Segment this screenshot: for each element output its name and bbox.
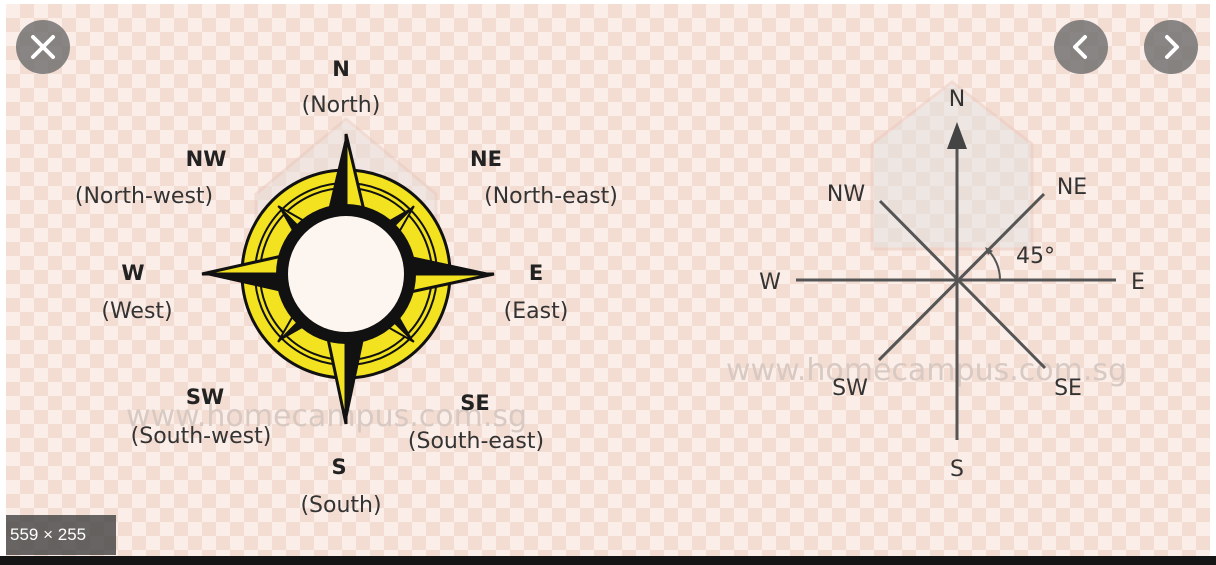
dir-label-nw: NW [827,182,865,207]
close-icon [16,20,70,74]
dir-label-sw: SW [832,376,868,401]
label-sw-name: (South-west) [131,424,272,449]
bottom-bar [0,556,1216,565]
image-size-badge: 559 × 255 [6,515,116,555]
label-w-abbr: W [121,261,144,285]
label-ne-abbr: NE [470,147,502,171]
label-e-name: (East) [504,299,569,324]
chevron-right-icon [1144,20,1198,74]
close-button[interactable] [16,20,70,74]
image-viewer: www.homecampus.com.sg www.homecampus.com… [6,4,1210,556]
label-ne-name: (North-east) [484,184,618,209]
label-e-abbr: E [529,261,543,285]
dir-label-e: E [1131,270,1145,295]
label-s-name: (South) [300,493,381,518]
dir-label-se: SE [1054,376,1082,401]
next-image-button[interactable] [1144,20,1198,74]
label-nw-name: (North-west) [75,184,213,209]
label-sw-abbr: SW [186,385,224,409]
label-n-abbr: N [332,57,350,81]
dir-label-ne: NE [1057,175,1087,200]
compass-figure: www.homecampus.com.sg www.homecampus.com… [6,4,1210,556]
label-n-name: (North) [302,93,381,118]
chevron-left-icon [1054,20,1108,74]
compass-rose [202,134,494,424]
label-nw-abbr: NW [186,147,227,171]
dir-label-s: S [950,457,964,482]
label-se-name: (South-east) [408,429,544,454]
label-s-abbr: S [331,455,346,479]
label-w-name: (West) [101,299,172,324]
compass-center [288,216,404,332]
dir-label-n: N [949,87,965,112]
dir-label-w: W [759,270,781,295]
label-se-abbr: SE [460,391,489,415]
angle-label: 45° [1016,244,1055,269]
previous-image-button[interactable] [1054,20,1108,74]
